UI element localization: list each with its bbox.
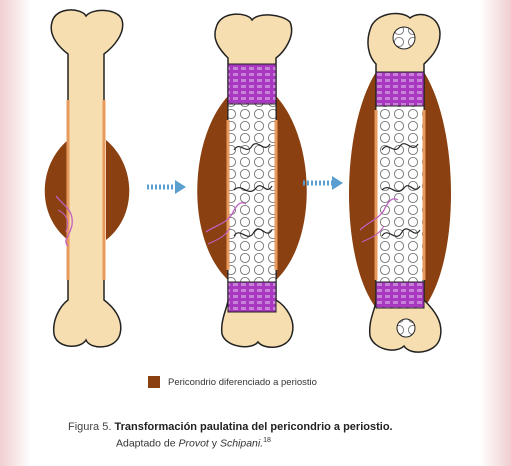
author-1: Provot	[178, 438, 208, 450]
legend: Pericondrio diferenciado a periostio	[148, 376, 317, 388]
hypertrophic-zone	[228, 104, 276, 282]
bone-stage-1	[45, 10, 130, 347]
growth-plate-top	[228, 64, 276, 104]
conjunction: y	[212, 438, 217, 450]
bone-diagram	[0, 0, 511, 370]
figure-number: Figura 5.	[68, 421, 111, 433]
perichondrium-collar	[45, 140, 68, 240]
periosteum-right	[276, 96, 307, 280]
arrow-right-icon	[147, 180, 186, 194]
caption-credit: Adaptado de Provot y Schipani.18	[68, 434, 498, 451]
periosteum-left	[349, 72, 376, 308]
arrow-right-icon	[303, 176, 343, 190]
growth-plate-top	[376, 72, 424, 106]
growth-plate-bottom	[376, 282, 424, 308]
legend-label: Pericondrio diferenciado a periostio	[168, 377, 317, 388]
legend-swatch	[148, 376, 160, 388]
author-2: Schipani.	[220, 438, 263, 450]
figure-caption: Figura 5. Transformación paulatina del p…	[68, 420, 498, 451]
reference-number: 18	[263, 437, 271, 444]
periosteum-right	[424, 72, 451, 308]
figure-title: Transformación paulatina del pericondrio…	[114, 421, 392, 433]
growth-plate-bottom	[228, 282, 276, 312]
bone-stage-2	[197, 14, 307, 347]
periosteum-left	[197, 96, 228, 280]
adapted-prefix: Adaptado de	[116, 438, 176, 450]
secondary-ossification-center-top	[393, 27, 415, 49]
hypertrophic-zone	[376, 106, 424, 282]
secondary-ossification-center-bottom	[397, 319, 415, 337]
bone-stage-3	[349, 14, 451, 353]
